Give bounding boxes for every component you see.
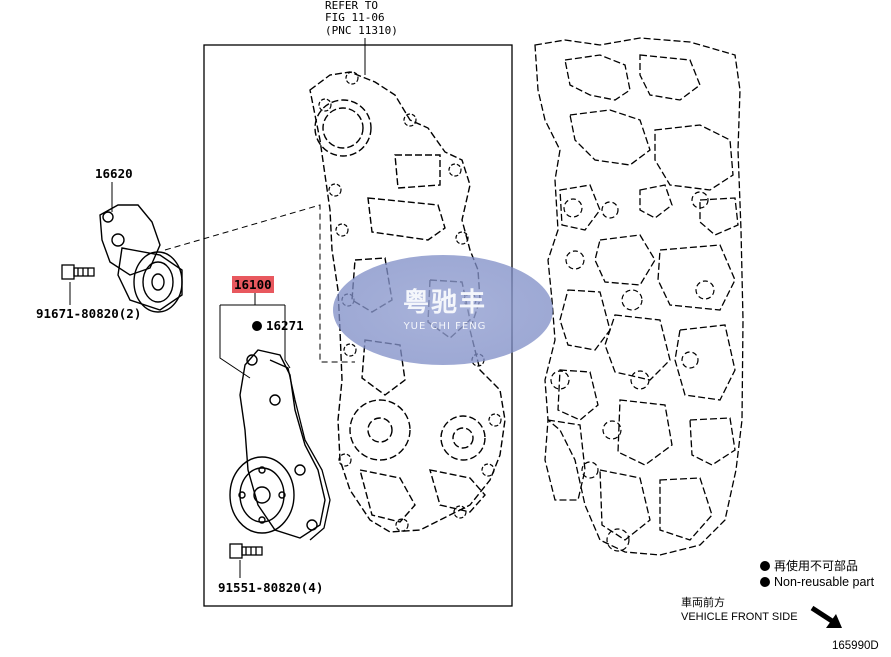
figure-id: 165990D [832, 640, 879, 652]
refer-to-line-1: REFER TO [325, 0, 378, 12]
tensioner-bolt [61, 264, 95, 280]
legend-en-text: Non-reusable part [774, 575, 875, 589]
front-direction-arrow-icon [810, 605, 842, 628]
gasket-number: 16271 [266, 318, 304, 333]
watermark-badge [333, 255, 553, 365]
watermark-en: YUE CHI FENG [403, 321, 487, 332]
refer-to-line-2: FIG 11-06 [325, 11, 385, 24]
engine-block [534, 37, 744, 556]
non-reusable-dot-icon [252, 321, 262, 331]
legend-non-reusable-en: Non-reusable part [760, 576, 874, 589]
belt-tensioner [99, 204, 183, 313]
watermark-cn: 粤驰丰 [402, 288, 487, 318]
assy-bracket [219, 292, 291, 379]
legend-non-reusable-cn: 再使用不可部品 [760, 560, 858, 572]
legend-cn-text: 再使用不可部品 [774, 559, 859, 573]
assembly-leaders [164, 204, 355, 363]
part-label-tensioner[interactable]: 16620 [95, 166, 133, 181]
part-label-gasket[interactable]: 16271 [252, 318, 304, 333]
water-pump-gasket [269, 359, 331, 541]
legend-dot-icon [760, 561, 770, 571]
part-label-water-pump-assy[interactable]: 16100 [232, 276, 274, 293]
refer-to-line-3: (PNC 11310) [325, 24, 398, 37]
legend-dot-icon-2 [760, 577, 770, 587]
engine-block-bosses [550, 191, 715, 552]
direction-en: VEHICLE FRONT SIDE [681, 611, 798, 623]
water-pump [229, 349, 326, 539]
direction-cn: 車両前方 [681, 597, 725, 609]
part-label-pump-bolt[interactable]: 91551-80820(4) [218, 580, 324, 595]
watermark-text: 粤驰丰 YUE CHI FENG [345, 282, 545, 332]
pump-bolt [229, 543, 263, 559]
part-highlight: 16100 [232, 276, 274, 293]
part-label-tensioner-bolt[interactable]: 91671-80820(2) [36, 306, 142, 321]
